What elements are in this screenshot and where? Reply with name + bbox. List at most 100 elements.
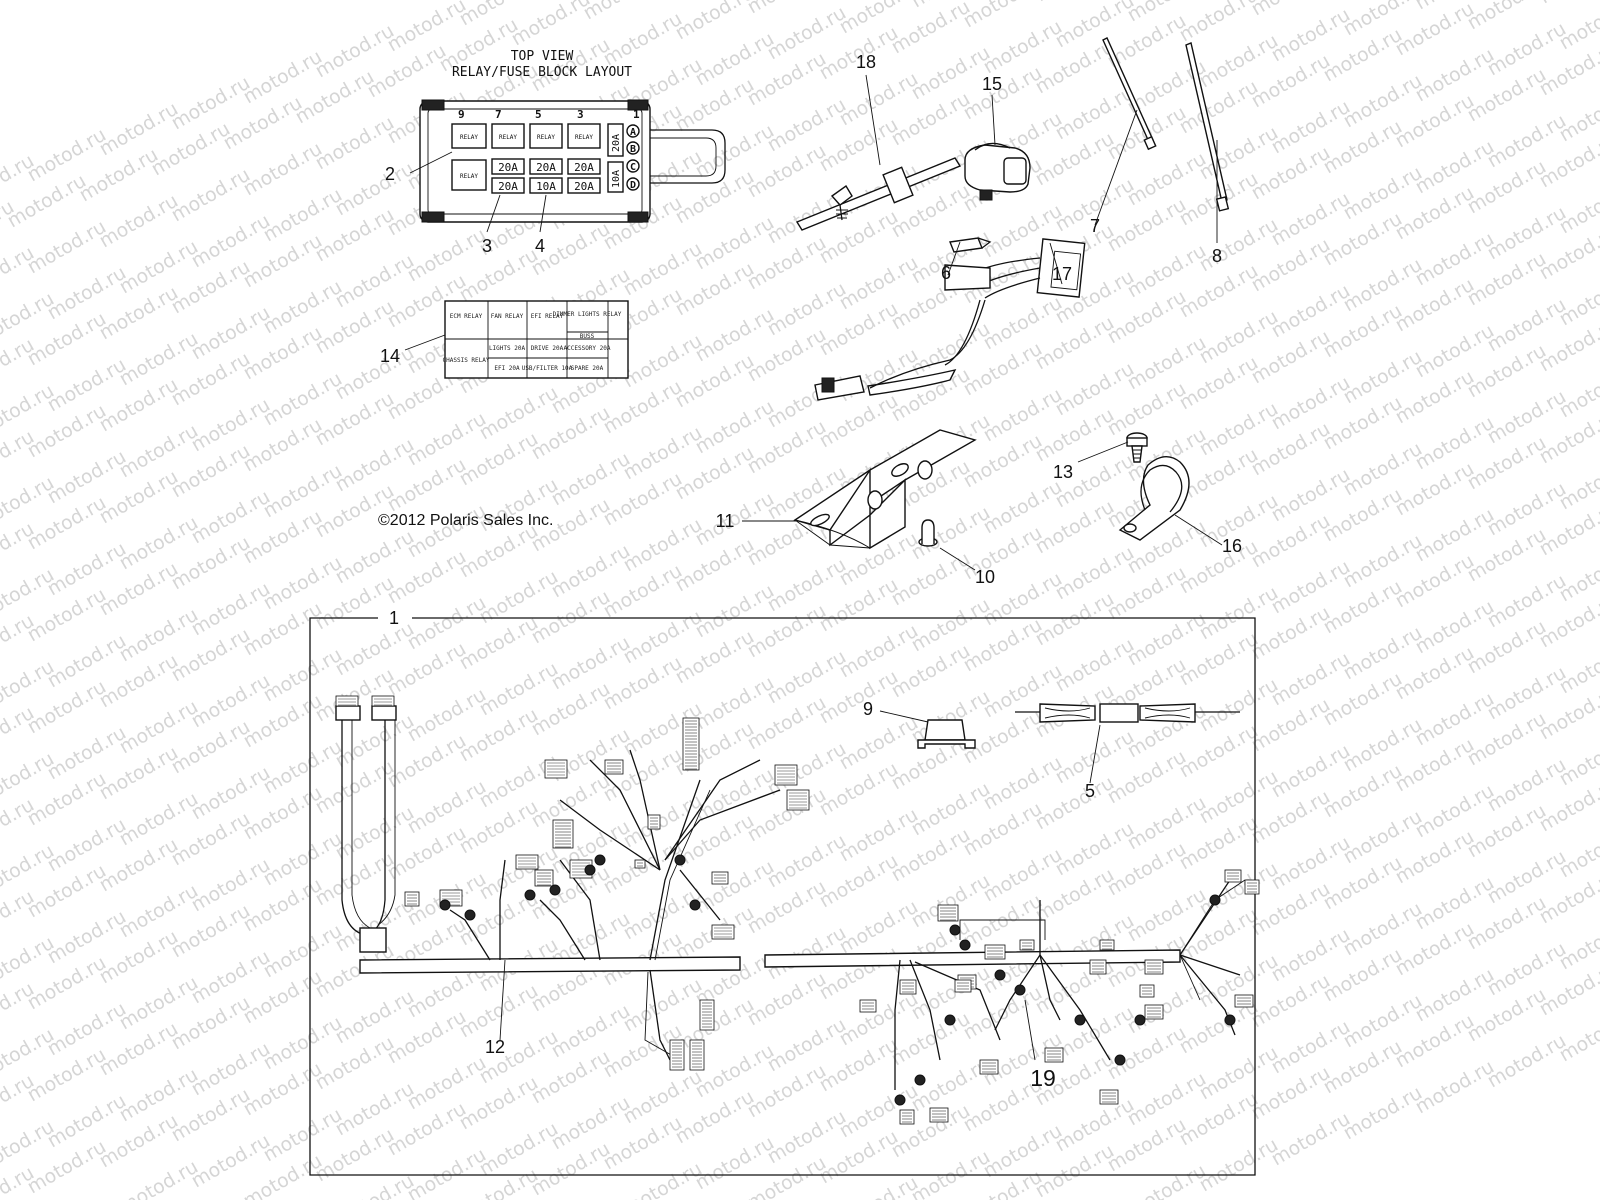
connector-plug — [914, 1074, 926, 1086]
connector-tag — [1144, 1004, 1164, 1020]
connector-tag — [647, 814, 661, 830]
callout-18: 18 — [856, 52, 876, 72]
svg-text:ACCESSORY 20A: ACCESSORY 20A — [564, 345, 611, 352]
svg-text:RELAY: RELAY — [460, 134, 478, 141]
fuse-block-view: TOP VIEW RELAY/FUSE BLOCK LAYOUT 9 7 5 3… — [409, 49, 726, 233]
watermark-text: motod.ru — [1484, 1030, 1570, 1093]
relay-slot — [529, 123, 563, 149]
connector-plug — [439, 899, 451, 911]
connector-plug — [689, 899, 701, 911]
callout-4: 4 — [535, 236, 545, 256]
leader-3 — [486, 194, 501, 233]
svg-text:EFI 20A: EFI 20A — [494, 365, 520, 372]
svg-text:EFI RELAY: EFI RELAY — [531, 313, 564, 320]
connector-plug — [674, 854, 686, 866]
connector-tag — [929, 1107, 949, 1123]
row-letter: A — [630, 127, 636, 138]
watermark-text: motod.ru — [1556, 820, 1600, 883]
connector-tag — [682, 717, 700, 771]
connector-tag — [1089, 959, 1107, 975]
watermark-text: motod.ru — [672, 0, 758, 44]
svg-text:DRIVE 20A: DRIVE 20A — [531, 345, 564, 352]
leader-4 — [539, 194, 547, 233]
connector-plug — [464, 909, 476, 921]
copyright-notice: ©2012 Polaris Sales Inc. — [378, 512, 553, 529]
watermark-text: motod.ru — [1176, 0, 1262, 46]
callout-10: 10 — [975, 567, 995, 587]
callout-17: 17 — [1052, 264, 1072, 284]
callout-7: 7 — [1090, 216, 1100, 236]
inline-fuse-5 — [1015, 703, 1240, 784]
callout-15: 15 — [982, 74, 1002, 94]
leader-10 — [939, 547, 976, 571]
watermark-text: motod.ru — [888, 0, 974, 58]
connector-tag — [335, 695, 359, 707]
watermark-text: motod.ru — [404, 1144, 490, 1200]
svg-text:RELAY: RELAY — [575, 134, 593, 141]
svg-text:USB/FILTER 10A: USB/FILTER 10A — [522, 365, 573, 372]
fuse-slot — [491, 177, 525, 194]
connector-tag — [937, 904, 959, 922]
connector-plug — [959, 939, 971, 951]
circuit-breaker-9 — [879, 710, 976, 749]
watermark-text: motod.ru — [96, 190, 182, 253]
connector-tag — [515, 854, 539, 870]
col-number: 7 — [495, 108, 502, 121]
main-harness-frame — [309, 617, 1256, 1176]
callout-12: 12 — [485, 1037, 505, 1057]
connector-tag — [899, 1109, 915, 1125]
connector-tag — [979, 1059, 999, 1075]
connector-plug — [549, 884, 561, 896]
relay-slot — [567, 123, 601, 149]
watermark-text: motod.ru — [1556, 360, 1600, 423]
connector-tag — [899, 979, 917, 995]
leader-16 — [1174, 514, 1223, 546]
connector-plug — [594, 854, 606, 866]
connector-tag — [1099, 939, 1115, 951]
svg-text:RELAY: RELAY — [537, 134, 555, 141]
connector-plug — [1074, 1014, 1086, 1026]
watermark-text: motod.ru — [1556, 176, 1600, 239]
watermark-text: motod.ru — [1556, 452, 1600, 515]
leader-19 — [1024, 999, 1036, 1061]
leader-7 — [1094, 109, 1138, 226]
leader-15 — [991, 94, 996, 146]
leader-6 — [947, 241, 961, 276]
svg-text:RELAY: RELAY — [460, 173, 478, 180]
leader-2 — [409, 151, 453, 174]
callout-8: 8 — [1212, 246, 1222, 266]
connector-plug — [994, 969, 1006, 981]
fuse-slot — [491, 158, 525, 175]
fuse-slot — [567, 158, 601, 175]
svg-text:20A: 20A — [574, 161, 594, 174]
push-rivet-10 — [918, 519, 976, 571]
col-number: 9 — [458, 108, 465, 121]
watermark-text: motod.ru — [1556, 636, 1600, 699]
connector-tag — [1099, 1089, 1119, 1105]
leader-12 — [499, 959, 506, 1041]
p-clamp-16 — [1118, 456, 1223, 546]
watermark-text: motod.ru — [1556, 84, 1600, 147]
fuse-slot — [529, 158, 563, 175]
leader-5 — [1089, 724, 1101, 784]
callout-1: 1 — [389, 608, 399, 628]
relay-slot — [451, 159, 487, 191]
fuse-slot — [567, 177, 601, 194]
connector-tag — [1244, 879, 1260, 895]
svg-text:DIMMER LIGHTS RELAY: DIMMER LIGHTS RELAY — [553, 311, 622, 318]
watermark-text: motod.ru — [24, 216, 110, 279]
wiring-harness-drawing — [335, 705, 1246, 1090]
watermark-text: motod.ru — [836, 1172, 922, 1200]
fuse-block-inner — [427, 108, 643, 215]
harness-tags — [335, 695, 1260, 1125]
bolt-13 — [1077, 432, 1148, 463]
fuse-slot-vertical — [607, 161, 624, 193]
connector-tag — [711, 924, 735, 940]
cable-tie-8 — [1185, 42, 1230, 243]
connector-plug — [1134, 1014, 1146, 1026]
cable-tie-mount-18 — [795, 74, 962, 231]
svg-text:SPARE 20A: SPARE 20A — [571, 365, 604, 372]
svg-text:20A: 20A — [498, 180, 518, 193]
